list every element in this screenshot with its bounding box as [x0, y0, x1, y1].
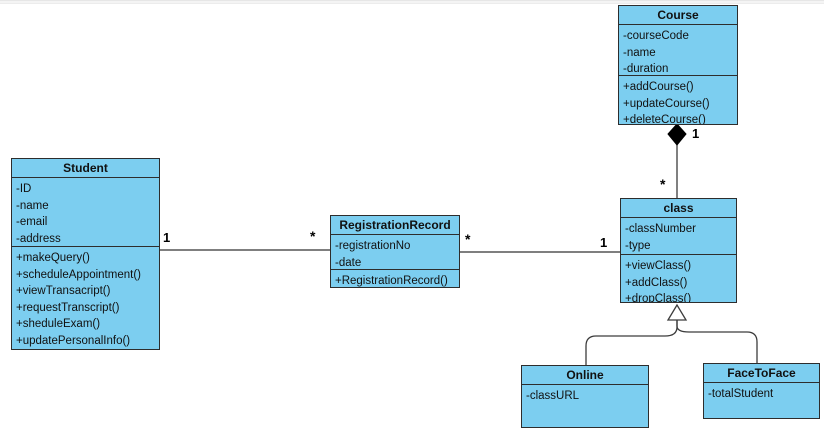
class-box-student[interactable]: Student -ID -name -email -address +makeQ…	[11, 158, 160, 350]
attribute: -classNumber	[625, 223, 696, 235]
method: +updatePersonalInfo()	[16, 334, 131, 347]
generalization-triangle-icon	[666, 303, 688, 321]
attribute: -type	[625, 239, 651, 252]
class-title: FaceToFace	[727, 366, 796, 380]
attribute: -courseCode	[623, 30, 689, 42]
multiplicity-class-top-end: *	[660, 176, 666, 192]
attributes-section: -registrationNo -date	[331, 234, 459, 269]
attributes-section: -totalStudent	[704, 382, 819, 403]
method: +dropClass()	[625, 293, 692, 303]
class-title: Student	[63, 161, 108, 175]
attribute: -registrationNo	[335, 240, 411, 252]
class-box-course[interactable]: Course -courseCode -name -duration +addC…	[618, 5, 738, 125]
class-title: Course	[657, 8, 699, 22]
top-border-strip	[0, 0, 824, 4]
class-title: Online	[566, 368, 604, 382]
attribute: -address	[16, 232, 61, 245]
generalization-facetoface-line[interactable]	[676, 320, 758, 363]
multiplicity-class-left-end: 1	[600, 235, 608, 250]
multiplicity-student-end: 1	[163, 230, 171, 245]
attribute: -totalStudent	[708, 388, 774, 400]
methods-section: +viewClass() +addClass() +dropClass()	[621, 254, 736, 303]
method: +updateCourse()	[623, 97, 710, 110]
methods-section: +makeQuery() +scheduleAppointment() +vie…	[12, 246, 159, 349]
method: +viewClass()	[625, 260, 692, 272]
method: +requestTranscript()	[16, 301, 120, 314]
method: +viewTransacript()	[16, 285, 111, 297]
attribute: -name	[16, 199, 49, 212]
attribute: -duration	[623, 63, 669, 75]
method: +addClass()	[625, 276, 688, 289]
class-box-registrationrecord[interactable]: RegistrationRecord -registrationNo -date…	[330, 215, 460, 288]
class-box-facetoface[interactable]: FaceToFace -totalStudent	[703, 363, 820, 419]
method: +deleteCourse()	[623, 114, 706, 125]
multiplicity-registrationrecord-right-end: *	[465, 231, 471, 247]
class-title: RegistrationRecord	[339, 218, 451, 232]
method: +sheduleExam()	[16, 318, 101, 330]
methods-section: +addCourse() +updateCourse() +deleteCour…	[619, 75, 737, 125]
attribute: -date	[335, 256, 362, 269]
method: +RegistrationRecord()	[335, 275, 448, 287]
multiplicity-registrationrecord-left-end: *	[310, 228, 316, 244]
method: +makeQuery()	[16, 252, 90, 264]
composition-diamond-icon	[667, 123, 687, 146]
generalization-online-line[interactable]	[585, 320, 678, 365]
attributes-section: -courseCode -name -duration	[619, 24, 737, 75]
class-title: class	[663, 201, 694, 215]
attribute: -ID	[16, 183, 32, 195]
method: +addCourse()	[623, 81, 694, 93]
method: +scheduleAppointment()	[16, 268, 141, 281]
attributes-section: -classNumber -type	[621, 217, 736, 254]
class-box-online[interactable]: Online -classURL	[521, 365, 649, 428]
attribute: -name	[623, 46, 656, 59]
attribute: -classURL	[526, 390, 580, 402]
attributes-section: -ID -name -email -address	[12, 177, 159, 246]
class-box-class[interactable]: class -classNumber -type +viewClass() +a…	[620, 198, 737, 303]
multiplicity-course-end: 1	[692, 126, 700, 141]
attributes-section: -classURL	[522, 384, 648, 405]
methods-section: +RegistrationRecord()	[331, 269, 459, 287]
attribute: -email	[16, 216, 48, 228]
